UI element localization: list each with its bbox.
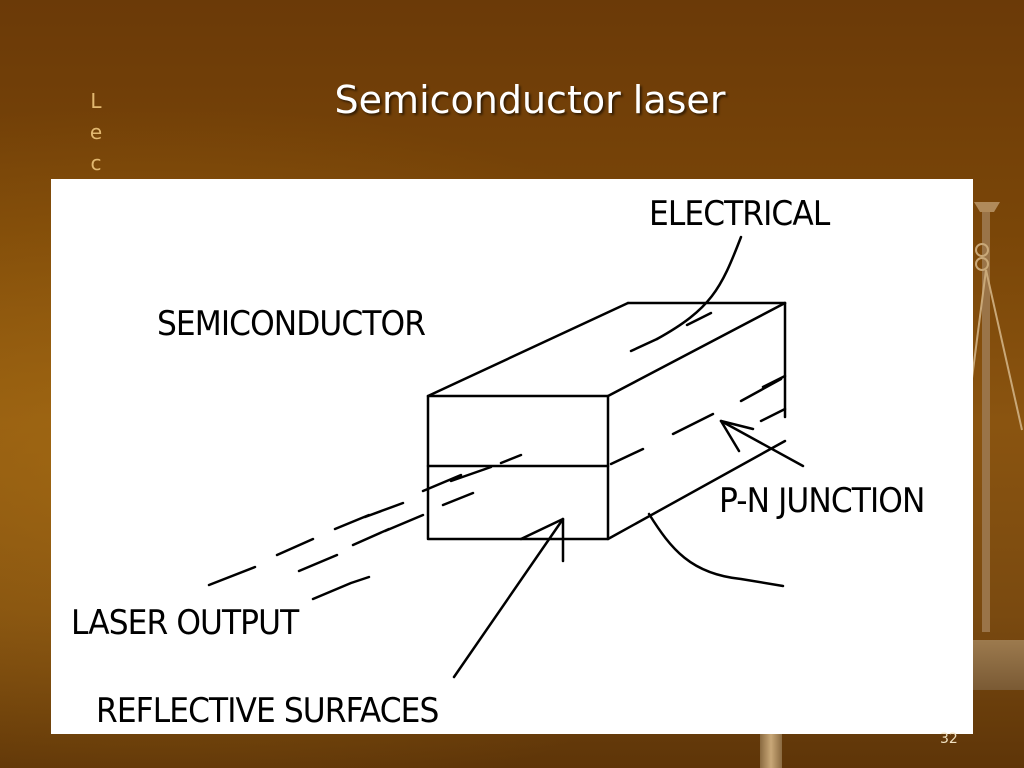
- reflective-arrow-head: [519, 517, 565, 563]
- slide-title: Semiconductor laser: [334, 78, 726, 122]
- balance-scale-decor: [960, 190, 1024, 654]
- block-top-edge-left: [426, 301, 630, 398]
- block-top-edge-right: [606, 301, 787, 398]
- pn-arrow-shaft: [719, 419, 805, 468]
- side-label-char: e: [89, 120, 103, 144]
- pn-arrow-head: [719, 419, 755, 453]
- laser-output-beams: [207, 453, 523, 601]
- label-laser-output: LASER OUTPUT: [71, 603, 299, 643]
- slide-number: 32: [940, 731, 958, 747]
- electrical-lead: [655, 235, 743, 341]
- label-semiconductor: SEMICONDUCTOR: [157, 304, 426, 344]
- top-face-dashes: [629, 311, 787, 423]
- side-label-char: L: [90, 89, 102, 113]
- laser-diagram: ELECTRICAL SEMICONDUCTOR P-N JUNCTION LA…: [51, 179, 973, 734]
- block-junction-dashes-side: [609, 377, 783, 466]
- label-reflective-surfaces: REFLECTIVE SURFACES: [96, 691, 439, 731]
- shelf-decor: [973, 640, 1024, 690]
- side-label-char: c: [90, 151, 102, 175]
- label-pn-junction: P-N JUNCTION: [719, 481, 925, 521]
- pedestal-decor: [760, 734, 782, 768]
- block-bottom-edge: [606, 439, 787, 541]
- label-electrical: ELECTRICAL: [649, 194, 830, 234]
- block-front-face: [426, 394, 610, 541]
- bottom-lead: [647, 512, 785, 588]
- reflective-arrow-shaft: [452, 517, 565, 679]
- laser-diagram-drawing: [207, 235, 805, 679]
